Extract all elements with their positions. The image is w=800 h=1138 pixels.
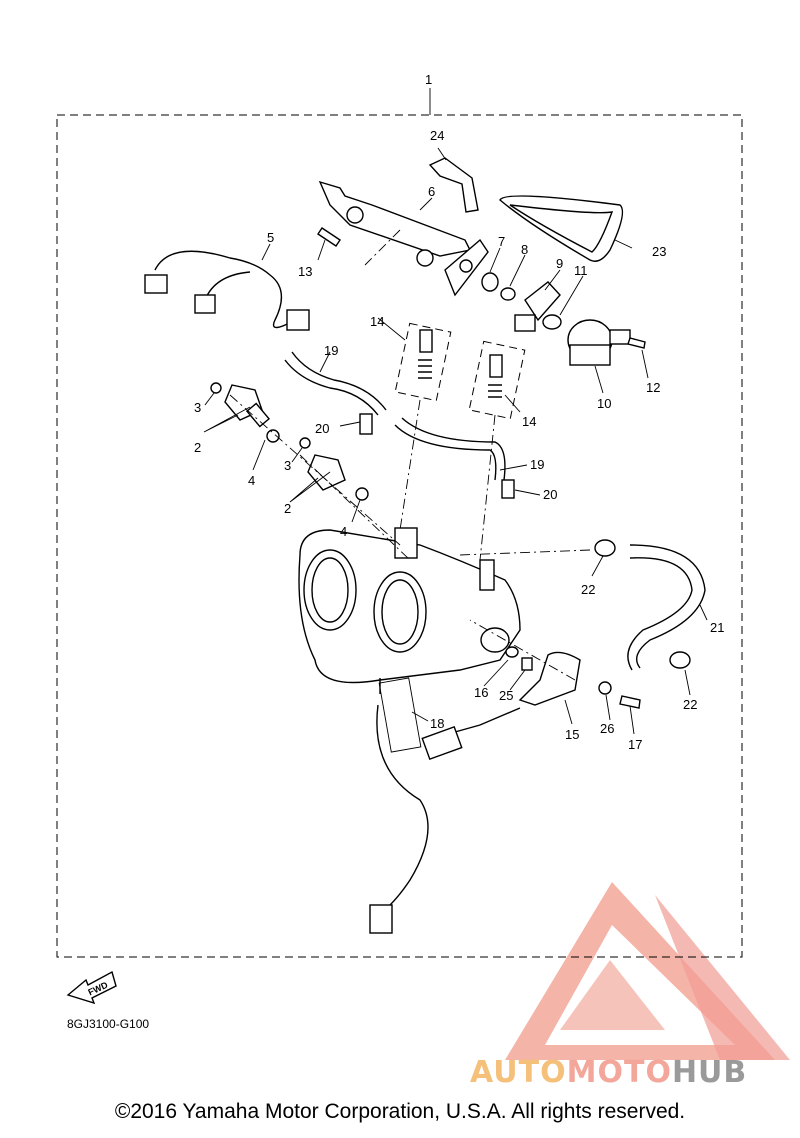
callout-14a: 14	[370, 314, 384, 329]
callout-6: 6	[428, 184, 435, 199]
callout-2b: 2	[284, 501, 291, 516]
callout-23: 23	[652, 244, 666, 259]
injector-2a	[210, 382, 280, 443]
callout-14b: 14	[522, 414, 536, 429]
injector-kit-a	[418, 329, 433, 379]
cap-20a	[359, 413, 373, 435]
throttle-body	[298, 527, 521, 684]
wire-harness	[144, 250, 310, 331]
callout-26: 26	[600, 721, 614, 736]
cap-20b	[501, 479, 515, 499]
callout-2a: 2	[194, 440, 201, 455]
o-ring-11	[542, 314, 562, 330]
screw-12	[627, 337, 646, 349]
watermark-logo	[505, 882, 790, 1060]
callout-19b: 19	[530, 457, 544, 472]
bracket	[428, 157, 479, 213]
clamp-22a	[594, 539, 616, 557]
callout-1: 1	[425, 72, 432, 87]
callout-9: 9	[556, 256, 563, 271]
callout-16: 16	[474, 685, 488, 700]
callout-5: 5	[267, 230, 274, 245]
hose-19b	[394, 417, 506, 481]
brand-hub: HUB	[671, 1055, 748, 1090]
callout-4a: 4	[248, 473, 255, 488]
callout-15: 15	[565, 727, 579, 742]
callout-12: 12	[646, 380, 660, 395]
plate-9	[524, 281, 561, 322]
clamp-22b	[669, 651, 691, 669]
washer-26	[598, 681, 612, 695]
hose-19a	[284, 351, 387, 416]
callout-21: 21	[710, 620, 724, 635]
callout-numbers: 1 24 6 23 5 7 8 9 11 13 14 19 12 10 3 2 …	[194, 72, 724, 752]
callout-4b: 4	[340, 524, 347, 539]
fuel-rail	[318, 180, 489, 297]
screw-13	[317, 227, 341, 247]
callout-3a: 3	[194, 400, 201, 415]
callout-13: 13	[298, 264, 312, 279]
callout-20b: 20	[543, 487, 557, 502]
hose-21	[627, 544, 706, 671]
callout-3b: 3	[284, 458, 291, 473]
lead-lines	[203, 147, 708, 735]
callout-22b: 22	[683, 697, 697, 712]
watermark-brand: AUTOMOTOHUB	[470, 1055, 747, 1090]
callout-11: 11	[574, 263, 588, 278]
brand-auto: AUTO	[470, 1055, 567, 1090]
injector-kit-b	[488, 354, 503, 398]
o-ring-16	[505, 646, 519, 658]
o-ring-8	[500, 287, 516, 301]
callout-24: 24	[430, 128, 444, 143]
collar-7	[481, 272, 499, 292]
callout-25: 25	[499, 688, 513, 703]
callout-18: 18	[430, 716, 444, 731]
pressure-regulator	[567, 319, 631, 366]
callout-7: 7	[498, 234, 505, 249]
sensor-15	[421, 651, 581, 761]
fwd-arrow-icon: FWD	[66, 970, 117, 1005]
diagram-code: 8GJ3100-G100	[67, 1017, 150, 1031]
callout-10: 10	[597, 396, 611, 411]
copyright-notice: ©2016 Yamaha Motor Corporation, U.S.A. A…	[114, 1100, 686, 1123]
injector-2b	[299, 437, 369, 501]
fuel-hose-23	[499, 195, 624, 262]
part-25	[521, 657, 533, 671]
callout-8: 8	[521, 242, 528, 257]
sensor-cable-18	[369, 678, 429, 934]
callout-20a: 20	[315, 421, 329, 436]
assembly-boundary	[56, 114, 743, 958]
brand-moto: MOTO	[566, 1055, 672, 1090]
bolt-17	[619, 695, 641, 709]
callout-22a: 22	[581, 582, 595, 597]
callout-19a: 19	[324, 343, 338, 358]
callout-17: 17	[628, 737, 642, 752]
